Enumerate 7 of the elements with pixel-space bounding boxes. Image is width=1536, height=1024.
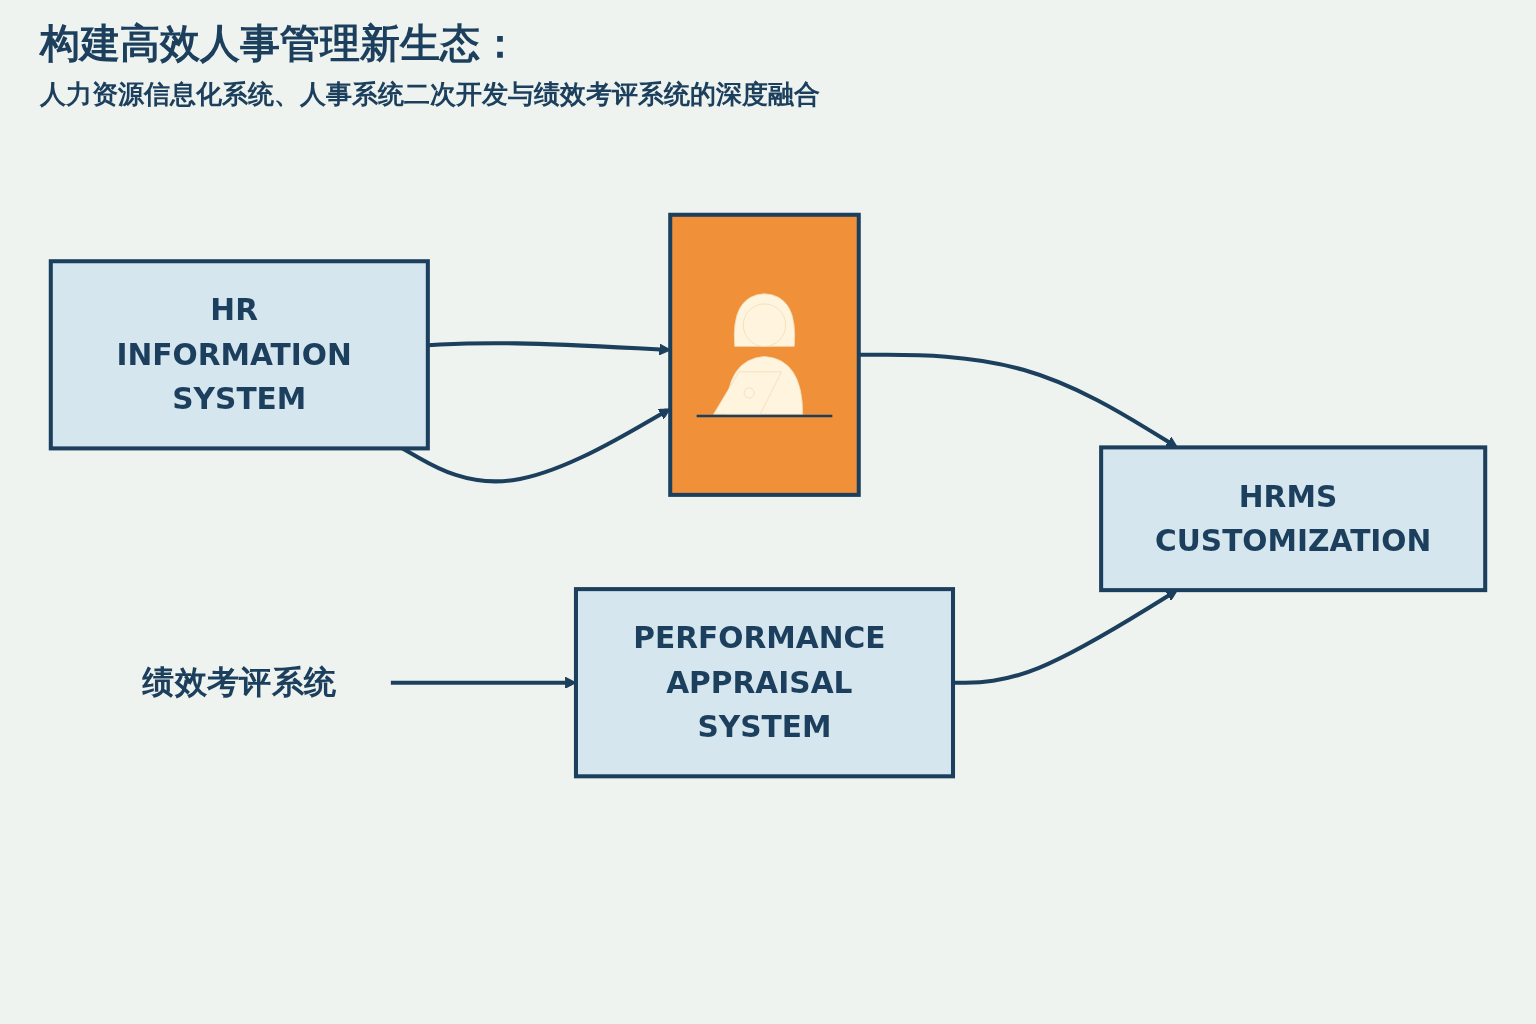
node-text: 绩效考评系统	[142, 664, 337, 703]
node-box: HRMS CUSTOMIZATION	[1099, 445, 1488, 593]
subtitle: 人力资源信息化系统、人事系统二次开发与绩效考评系统的深度融合	[40, 78, 821, 111]
node-picture	[668, 213, 861, 498]
node-box: PERFORMANCE APPRAISAL SYSTEM	[573, 587, 956, 779]
title: 构建高效人事管理新生态：	[40, 19, 521, 68]
node-box: HR INFORMATION SYSTEM	[48, 259, 430, 451]
